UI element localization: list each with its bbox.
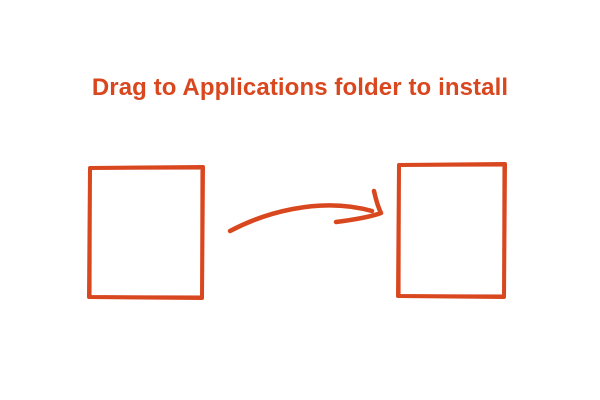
app-icon-placeholder[interactable]	[87, 165, 205, 300]
right-arrow-icon	[227, 188, 384, 234]
install-instruction: Drag to Applications folder to install	[91, 74, 509, 101]
drag-source[interactable]	[86, 166, 206, 300]
drop-target-applications[interactable]	[396, 163, 508, 299]
applications-folder-placeholder[interactable]	[396, 162, 507, 299]
